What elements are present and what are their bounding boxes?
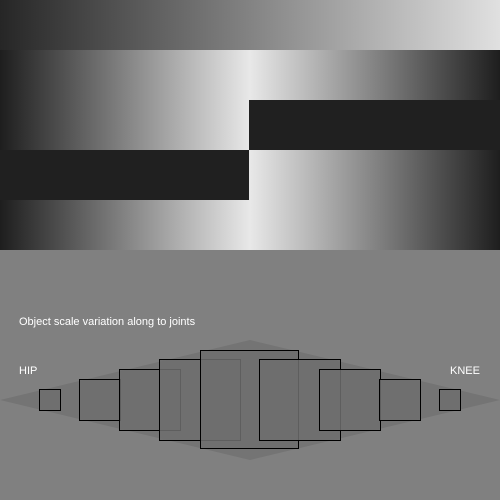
scale-box [319, 369, 381, 431]
top-gradient-strip [0, 0, 500, 50]
scale-box [39, 389, 61, 411]
diagram-caption: Object scale variation along to joints [19, 316, 196, 328]
dark-band-right [249, 100, 500, 150]
scale-box [439, 389, 461, 411]
limb-scale-diagram [0, 340, 500, 460]
brightness-illusion-panel [0, 0, 500, 250]
scale-boxes [39, 350, 461, 449]
scale-box [379, 379, 421, 421]
dark-band-left [0, 150, 249, 200]
scale-box [79, 379, 121, 421]
hip-label: HIP [19, 365, 38, 377]
knee-label: KNEE [450, 365, 480, 377]
